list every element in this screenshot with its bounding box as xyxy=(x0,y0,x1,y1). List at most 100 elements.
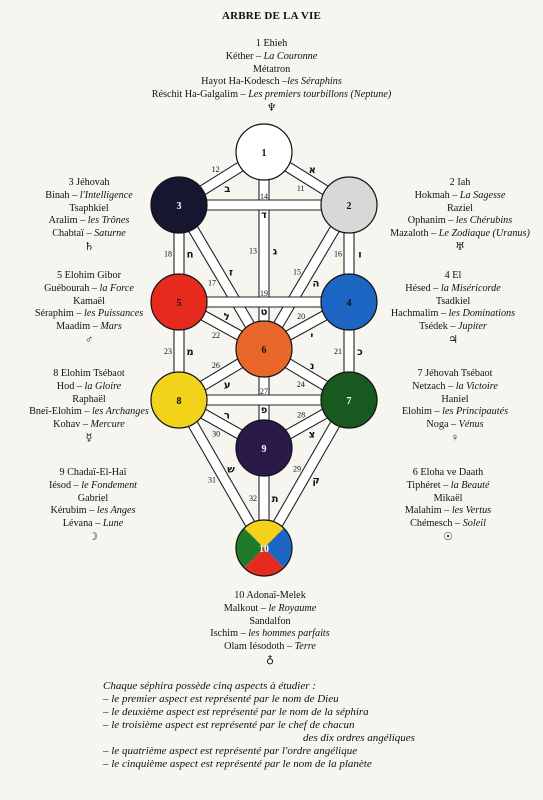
sephira-3-info: 3 Jéhovah Binah – l'Intelligence Tsaphki… xyxy=(24,177,154,254)
angelic-order: Ophanim xyxy=(407,215,446,227)
angelic-order-meaning: les Chérubins xyxy=(455,215,513,227)
angelic-order-meaning: les Puissances xyxy=(84,308,144,320)
planet-name: Chémesch xyxy=(410,518,453,530)
planet-meaning: Saturne xyxy=(94,228,126,240)
archangel: Tsadkiel xyxy=(435,295,471,307)
path-number: 12 xyxy=(212,165,220,174)
path-number: 27 xyxy=(260,387,268,396)
planet-meaning: Soleil xyxy=(462,518,486,530)
hebrew-letter: ע xyxy=(224,380,231,391)
path-number: 31 xyxy=(208,475,216,484)
sephira-meaning: la Force xyxy=(99,282,134,294)
god-name: 7 Jéhovah Tsébaot xyxy=(417,368,493,379)
planet-meaning: Mercure xyxy=(90,419,125,431)
note-intro: Chaque séphira possède cinq aspects à ét… xyxy=(103,680,316,692)
sephira-meaning: La Couronne xyxy=(263,50,318,62)
sephira-name: Tiphéret xyxy=(406,479,441,491)
angelic-order-meaning: les Séraphins xyxy=(287,76,342,88)
planet-meaning: Lune xyxy=(102,518,124,530)
archangel: Mikaël xyxy=(433,492,463,504)
jupiter-symbol-icon: ♃ xyxy=(448,333,458,346)
planet-meaning: Terre xyxy=(294,641,316,653)
sephira-9-info: 9 Chadaï-El-Haï Iésod – le Fondement Gab… xyxy=(18,467,168,544)
archangel: Raphaël xyxy=(72,393,106,405)
sephira-number: 7 xyxy=(347,396,352,407)
sephira-2-info: 2 Iah Hokmah – La Sagesse Raziel Ophanim… xyxy=(385,177,535,254)
path-number: 19 xyxy=(260,289,268,298)
god-name: 6 Eloha ve Daath xyxy=(412,467,484,478)
sephira-name: Netzach xyxy=(412,380,446,392)
path-number: 15 xyxy=(293,267,301,276)
planet-name: Noga xyxy=(426,419,449,431)
note-item: – le cinquième aspect est représenté par… xyxy=(103,758,372,770)
planet-meaning: Le Zodiaque (Uranus) xyxy=(438,228,530,240)
path-number: 14 xyxy=(260,192,268,201)
archangel: Sandalfon xyxy=(249,615,291,627)
circle-fill xyxy=(320,176,378,234)
sephira-3-circle: 3 xyxy=(150,176,208,234)
page-title: ARBRE DE LA VIE xyxy=(221,10,322,22)
hebrew-letter: ט xyxy=(261,307,268,318)
path-number: 28 xyxy=(297,410,305,419)
sephira-meaning: la Miséricorde xyxy=(440,282,501,294)
angelic-order: Hayot Ha-Kodesch xyxy=(201,76,280,88)
path-number: 17 xyxy=(208,279,216,288)
note-item: – le deuxième aspect est représenté par … xyxy=(103,706,369,718)
planet-name: Maadim xyxy=(56,321,91,333)
sephira-number: 2 xyxy=(347,201,352,212)
quarter xyxy=(244,520,284,548)
angelic-order-meaning: les Anges xyxy=(96,505,136,517)
sephira-name: Hod xyxy=(56,380,75,392)
note-item-continued: des dix ordres angéliques xyxy=(303,732,415,744)
sephira-meaning: la Victoire xyxy=(455,380,498,392)
hebrew-letter: ח xyxy=(187,250,194,261)
sephira-meaning: l'Intelligence xyxy=(79,189,133,201)
path-number: 24 xyxy=(297,380,305,389)
sephira-7-circle: 7 xyxy=(320,371,378,429)
hebrew-letter: ת xyxy=(272,494,279,505)
saturn-symbol-icon: ♄ xyxy=(84,240,94,253)
sephira-meaning: la Beauté xyxy=(450,479,490,491)
archangel: Haniel xyxy=(441,393,469,405)
quarter xyxy=(244,548,284,576)
angelic-order: Kérubim xyxy=(50,505,87,517)
sephira-name: Hésed xyxy=(405,282,431,294)
mars-symbol-icon: ♂ xyxy=(84,333,94,346)
path-number: 18 xyxy=(164,250,172,259)
path-number: 26 xyxy=(212,361,220,370)
sephira-10-circle: 10 xyxy=(235,519,293,577)
note-item: – le quatrième aspect est représenté par… xyxy=(103,745,358,757)
path-number: 21 xyxy=(334,347,342,356)
mercury-symbol-icon: ☿ xyxy=(85,431,93,444)
planet-meaning: Vénus xyxy=(458,419,484,431)
angelic-order: Bneï-Elohim xyxy=(29,406,82,418)
god-name: 8 Elohim Tsébaot xyxy=(53,368,125,379)
angelic-order: Hachmalim xyxy=(390,308,439,320)
hebrew-letter: ד xyxy=(261,210,267,221)
note-item: – le troisième aspect est représenté par… xyxy=(103,719,355,731)
sephira-4-info: 4 El Hésed – la Miséricorde Tsadkiel Hac… xyxy=(373,270,533,347)
sephira-name: Binah xyxy=(45,189,70,201)
path-channel xyxy=(258,151,270,350)
quarter xyxy=(236,528,264,568)
angelic-order-meaning: les Archanges xyxy=(91,406,149,418)
sun-symbol-icon: ☉ xyxy=(443,530,453,543)
circle-fill xyxy=(150,273,208,331)
path-number: 20 xyxy=(297,312,305,321)
archangel: Gabriel xyxy=(77,492,109,504)
circle-fill xyxy=(320,371,378,429)
archangel: Métatron xyxy=(252,63,291,75)
hebrew-letter: ר xyxy=(224,410,230,421)
sephira-meaning: la Gloire xyxy=(84,380,122,392)
sephira-5-info: 5 Elohim Gibor Guébourah – la Force Kama… xyxy=(14,270,164,347)
neptune-symbol-icon: ♆ xyxy=(266,101,277,114)
planet-meaning: Jupiter xyxy=(458,321,487,333)
hebrew-letter: כ xyxy=(357,347,363,358)
sephira-number: 9 xyxy=(262,444,267,455)
angelic-order: Malahim xyxy=(404,505,442,517)
sephira-number: 8 xyxy=(177,396,182,407)
circle-fill xyxy=(235,419,293,477)
